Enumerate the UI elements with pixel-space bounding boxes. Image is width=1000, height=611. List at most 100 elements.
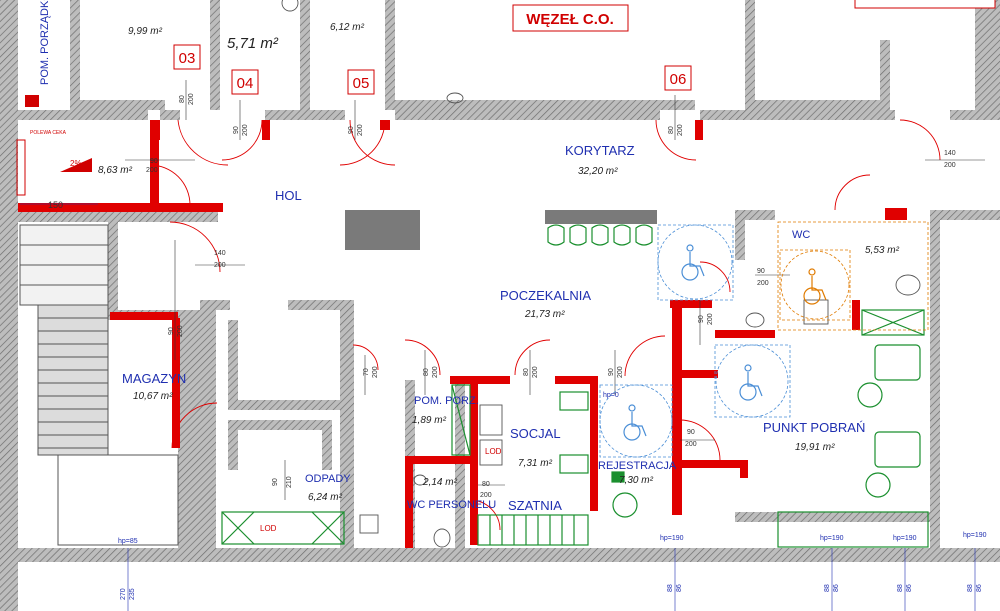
door-11-h: 200 — [432, 366, 439, 378]
area-863: 8,63 m² — [98, 165, 133, 176]
label-pom-porz: POM. PORZ. — [414, 395, 479, 407]
furniture — [16, 0, 929, 548]
door-11-w: 80 — [423, 368, 430, 376]
title-box: WĘZEŁ C.O. — [512, 0, 996, 32]
sill-86-3: 86 — [906, 584, 913, 592]
label-dim-150: 150 — [48, 200, 63, 210]
label-wc-personelu: WC PERSONELU — [407, 499, 496, 511]
label-pom-brudownik: POM. PORZĄDKOWE BRUDOWNIK — [39, 0, 51, 85]
label-hp190-3: hp=190 — [893, 535, 917, 542]
area-wc: 5,53 m² — [865, 245, 900, 256]
sill-88-2: 88 — [824, 584, 831, 592]
label-hol: HOL — [275, 188, 302, 203]
sill-88-4: 88 — [967, 584, 974, 592]
dimension-lines — [20, 203, 976, 611]
room-numbers — [173, 44, 692, 95]
door-8-w: 90 — [757, 268, 765, 275]
door-14-h: 200 — [685, 441, 697, 448]
area-571: 5,71 m² — [227, 35, 279, 52]
door-9-w: 90 — [698, 315, 705, 323]
door-0-w: 80 — [179, 95, 186, 103]
room-number-06: 06 — [670, 71, 687, 88]
label-hp0: hp=0 — [603, 392, 619, 399]
sill-235: 235 — [129, 588, 136, 600]
wheelchair-icons — [623, 244, 827, 441]
door-1-h: 200 — [242, 124, 249, 136]
area-punkt-pobran: 19,91 m² — [795, 442, 835, 453]
area-rejestracja: 7,30 m² — [619, 475, 654, 486]
door-7-w: 90 — [168, 327, 175, 335]
door-leaves — [125, 80, 985, 500]
door-13-h: 200 — [617, 366, 624, 378]
label-korytarz: KORYTARZ — [565, 143, 635, 158]
label-poczekalnia: POCZEKALNIA — [500, 288, 591, 303]
label-poller: POLEWA CEKA — [30, 130, 67, 136]
sill-270: 270 — [120, 588, 127, 600]
door-4-w: 90 — [150, 158, 158, 165]
title-wezel: WĘZEŁ C.O. — [526, 11, 614, 28]
area-magazyn: 10,67 m² — [133, 391, 173, 402]
area-socjal: 7,31 m² — [518, 458, 553, 469]
door-7-h: 200 — [177, 325, 184, 337]
area-wc-personelu: 2,14 m² — [422, 477, 458, 488]
door-3-h: 200 — [677, 124, 684, 136]
door-4-h: 200 — [146, 167, 158, 174]
room-number-04: 04 — [237, 75, 254, 92]
door-2-h: 200 — [357, 124, 364, 136]
door-1-w: 90 — [233, 126, 240, 134]
sill-88-1: 88 — [667, 584, 674, 592]
door-16-w: 90 — [272, 478, 279, 486]
label-magazyn: MAGAZYN — [122, 371, 186, 386]
door-dims: 80 200 90 200 90 200 80 200 90 200 140 2… — [146, 93, 956, 499]
door-10-w: 70 — [363, 368, 370, 376]
label-lod-2: LOD — [485, 447, 502, 456]
label-socjal: SOCJAL — [510, 426, 561, 441]
label-slope: 2% — [70, 159, 82, 168]
label-wc: WC — [792, 229, 810, 241]
area-999: 9,99 m² — [128, 26, 163, 37]
label-hp190-1: hp=190 — [660, 535, 684, 542]
door-5-w: 140 — [214, 250, 226, 257]
label-szatnia: SZATNIA — [508, 498, 562, 513]
sill-86-2: 86 — [833, 584, 840, 592]
door-15-w: 80 — [482, 481, 490, 488]
label-punkt-pobran: PUNKT POBRAŃ — [763, 420, 865, 435]
sill-88-3: 88 — [897, 584, 904, 592]
door-6-h: 200 — [944, 162, 956, 169]
sill-86-1: 86 — [676, 584, 683, 592]
door-14-w: 90 — [687, 429, 695, 436]
area-poczekalnia: 21,73 m² — [524, 309, 565, 320]
sill-86-4: 86 — [976, 584, 983, 592]
door-12-w: 80 — [523, 368, 530, 376]
new-walls — [18, 120, 907, 548]
staircase — [19, 224, 179, 546]
area-korytarz: 32,20 m² — [578, 166, 618, 177]
door-2-w: 90 — [348, 126, 355, 134]
area-612: 6,12 m² — [330, 22, 365, 33]
door-10-h: 200 — [372, 366, 379, 378]
door-8-h: 200 — [757, 280, 769, 287]
door-swings — [149, 119, 941, 531]
door-0-h: 200 — [188, 93, 195, 105]
door-16-h: 210 — [286, 476, 293, 488]
label-hp190-4: hp=190 — [963, 532, 987, 539]
door-5-h: 200 — [214, 262, 226, 269]
door-9-h: 200 — [707, 313, 714, 325]
accessibility-zones — [599, 221, 929, 458]
label-rejestracja: REJESTRACJA — [598, 460, 677, 472]
room-number-03: 03 — [179, 50, 196, 67]
label-hp190-2: hp=190 — [820, 535, 844, 542]
door-3-w: 80 — [668, 126, 675, 134]
door-12-h: 200 — [532, 366, 539, 378]
door-13-w: 90 — [608, 368, 615, 376]
room-number-05: 05 — [353, 75, 370, 92]
label-lod-1: LOD — [260, 524, 277, 533]
area-odpady: 6,24 m² — [308, 492, 343, 503]
label-hp85: hp=85 — [118, 538, 138, 545]
door-6-w: 140 — [944, 150, 956, 157]
area-pom-porz: 1,89 m² — [412, 415, 447, 426]
door-15-h: 200 — [480, 492, 492, 499]
label-odpady: ODPADY — [305, 473, 351, 485]
